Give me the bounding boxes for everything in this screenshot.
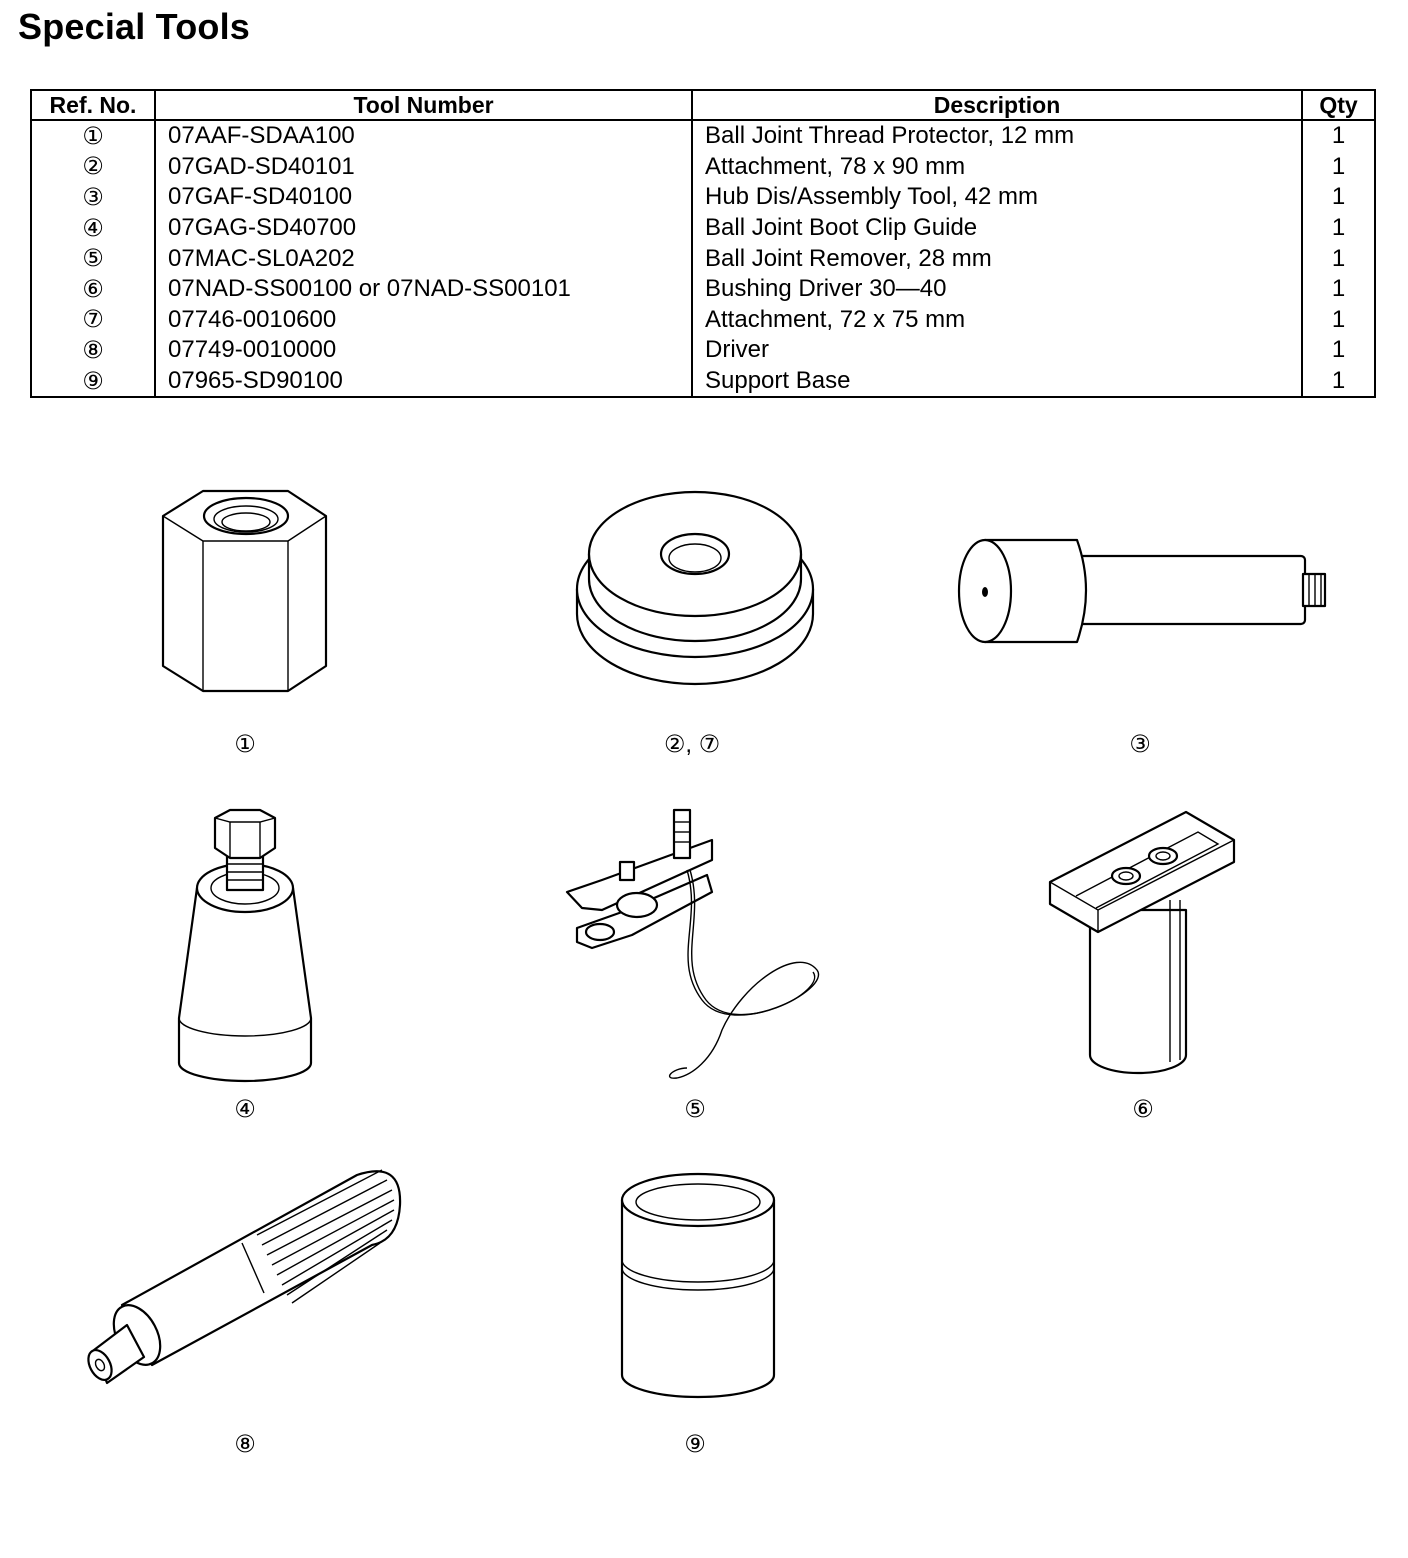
figure-caption: ②, ⑦: [663, 731, 721, 758]
table-row: ⑨ 07965-SD90100 Support Base 1: [31, 365, 1375, 398]
figure-caption: ③: [1129, 731, 1151, 758]
table-header-row: Ref. No. Tool Number Description Qty: [31, 90, 1375, 121]
row-qty: 1: [1331, 336, 1346, 364]
hex-thread-protector-icon: [158, 486, 333, 711]
row-ref: ⑨: [31, 365, 156, 398]
driver-handle-icon: [82, 1165, 412, 1395]
row-description: Ball Joint Thread Protector, 12 mm: [692, 120, 1303, 152]
row-qty: 1: [1331, 122, 1346, 150]
figure-caption: ⑥: [1132, 1096, 1154, 1123]
figure-caption: ⑧: [234, 1431, 256, 1458]
row-description: Bushing Driver 30—40: [692, 273, 1303, 305]
header-tool-number: Tool Number: [155, 90, 693, 121]
header-description: Description: [692, 90, 1303, 121]
row-qty: 1: [1331, 214, 1346, 242]
figure-caption: ④: [234, 1096, 256, 1123]
row-description: Support Base: [692, 365, 1303, 398]
table-row: ④ 07GAG-SD40700 Ball Joint Boot Clip Gui…: [31, 212, 1375, 244]
row-ref: ③: [31, 182, 156, 213]
table-row: ⑥ 07NAD-SS00100 or 07NAD-SS00101 Bushing…: [31, 273, 1375, 305]
row-ref: ⑦: [31, 304, 156, 336]
row-tool-number: 07GAF-SD40100: [155, 182, 693, 213]
table-row: ⑤ 07MAC-SL0A202 Ball Joint Remover, 28 m…: [31, 243, 1375, 274]
row-qty: 1: [1331, 275, 1346, 303]
row-description: Ball Joint Boot Clip Guide: [692, 212, 1303, 244]
row-tool-number: 07MAC-SL0A202: [155, 243, 693, 274]
special-tools-table: Ref. No. Tool Number Description Qty ① 0…: [30, 89, 1376, 399]
row-qty: 1: [1331, 244, 1346, 272]
row-description: Attachment, 72 x 75 mm: [692, 304, 1303, 336]
bushing-driver-icon: [1048, 810, 1238, 1085]
boot-clip-guide-icon: [175, 808, 315, 1088]
row-ref: ②: [31, 151, 156, 183]
row-qty: 1: [1331, 367, 1346, 395]
row-description: Hub Dis/Assembly Tool, 42 mm: [692, 182, 1303, 213]
row-tool-number: 07GAG-SD40700: [155, 212, 693, 244]
row-ref: ⑧: [31, 335, 156, 366]
attachment-disc-icon: [575, 484, 815, 694]
page-title: Special Tools: [18, 6, 250, 47]
row-description: Attachment, 78 x 90 mm: [692, 151, 1303, 183]
row-tool-number: 07746-0010600: [155, 304, 693, 336]
row-tool-number: 07AAF-SDAA100: [155, 120, 693, 152]
table-row: ① 07AAF-SDAA100 Ball Joint Thread Protec…: [31, 120, 1375, 152]
table-row: ⑧ 07749-0010000 Driver 1: [31, 335, 1375, 366]
row-ref: ⑥: [31, 273, 156, 305]
figure-caption: ①: [234, 731, 256, 758]
header-qty: Qty: [1302, 90, 1375, 121]
table-row: ⑦ 07746-0010600 Attachment, 72 x 75 mm 1: [31, 304, 1375, 336]
row-qty: 1: [1331, 305, 1346, 333]
table-row: ③ 07GAF-SD40100 Hub Dis/Assembly Tool, 4…: [31, 182, 1375, 213]
row-ref: ①: [31, 120, 156, 152]
hub-tool-icon: [955, 538, 1335, 653]
figure-caption: ⑤: [684, 1096, 706, 1123]
row-tool-number: 07749-0010000: [155, 335, 693, 366]
row-description: Driver: [692, 335, 1303, 366]
row-ref: ④: [31, 212, 156, 244]
row-qty: 1: [1331, 152, 1346, 180]
row-tool-number: 07GAD-SD40101: [155, 151, 693, 183]
support-base-icon: [620, 1160, 780, 1405]
row-qty: 1: [1331, 183, 1346, 211]
row-description: Ball Joint Remover, 28 mm: [692, 243, 1303, 274]
header-ref-no: Ref. No.: [31, 90, 156, 121]
figure-caption: ⑨: [684, 1431, 706, 1458]
row-ref: ⑤: [31, 243, 156, 274]
row-tool-number: 07NAD-SS00100 or 07NAD-SS00101: [155, 273, 693, 305]
ball-joint-remover-icon: [562, 800, 837, 1095]
table-row: ② 07GAD-SD40101 Attachment, 78 x 90 mm 1: [31, 151, 1375, 183]
row-tool-number: 07965-SD90100: [155, 365, 693, 398]
